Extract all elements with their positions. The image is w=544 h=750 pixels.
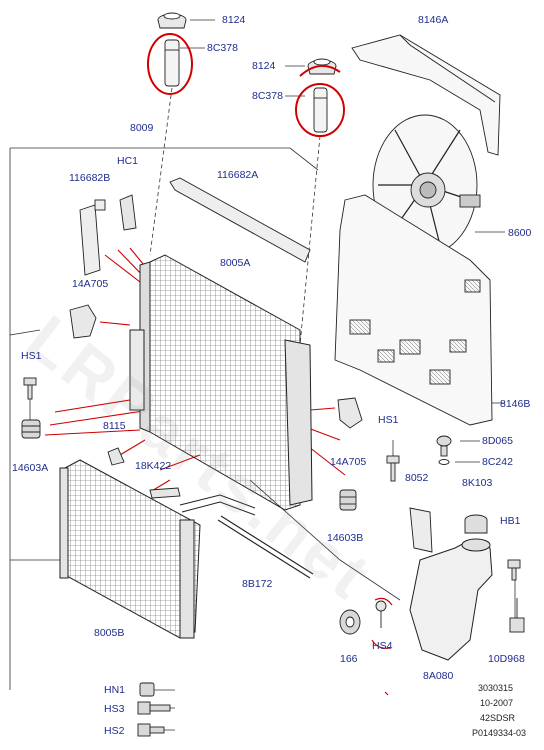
label-hs4: HS4 <box>372 640 393 652</box>
seal-116682b <box>79 199 106 276</box>
label-hs2: HS2 <box>104 725 125 737</box>
label-8c378-top: 8C378 <box>207 42 238 54</box>
highlight-arc-mid <box>299 65 341 77</box>
label-8k103: 8K103 <box>462 477 493 489</box>
label-14a705-left: 14A705 <box>72 278 109 290</box>
ref-model: 42SDSR <box>480 713 516 723</box>
cap-8124-top <box>157 12 187 29</box>
radiator-8005a <box>129 254 313 511</box>
ref-date: 10-2007 <box>480 698 514 708</box>
bolt-hs1-left <box>23 377 37 400</box>
bleed-screw-8d065 <box>436 435 452 465</box>
label-8a080: 8A080 <box>423 670 454 682</box>
label-8005b: 8005B <box>94 627 125 639</box>
label-8009: 8009 <box>130 122 154 134</box>
screw-hs4 <box>375 600 387 628</box>
label-hs3: HS3 <box>104 703 125 715</box>
label-116682b: 116682B <box>69 172 111 184</box>
bolt-hb1 <box>507 559 521 581</box>
label-166: 166 <box>340 653 358 665</box>
cap-8k103 <box>464 514 488 534</box>
label-8600: 8600 <box>508 227 532 239</box>
label-14603b: 14603B <box>327 532 364 544</box>
label-8146a: 8146A <box>418 14 449 26</box>
label-8115: 8115 <box>103 420 126 432</box>
label-hs1-right: HS1 <box>378 414 399 426</box>
label-10d968: 10D968 <box>488 653 525 665</box>
label-8005a: 8005A <box>220 257 251 269</box>
clip-10d968 <box>509 598 525 633</box>
expansion-tank-8a080 <box>409 538 493 661</box>
clip-8115 <box>107 447 125 466</box>
ref-code: 3030315 <box>478 683 514 693</box>
mount-14603a <box>21 419 41 439</box>
label-hc1: HC1 <box>117 155 139 167</box>
rod-8b172 <box>217 515 314 579</box>
label-18k422: 18K422 <box>135 460 172 472</box>
label-8c242: 8C242 <box>482 456 513 468</box>
label-8124-top: 8124 <box>222 14 246 26</box>
bolt-hs1-right <box>386 455 400 482</box>
condenser-8005b <box>59 459 201 639</box>
grommet-166 <box>339 609 361 635</box>
bolt-hs3 <box>137 701 171 715</box>
hose-8c378-mid <box>313 87 328 133</box>
hose-8c378-top <box>164 39 180 87</box>
bolt-hs2 <box>137 723 165 737</box>
label-8c378-mid: 8C378 <box>252 90 283 102</box>
mount-14603b <box>339 489 357 511</box>
highlight-circle-mid <box>295 83 345 137</box>
label-hn1: HN1 <box>104 684 126 696</box>
clip-hc1 <box>119 194 137 231</box>
label-8d065: 8D065 <box>482 435 513 447</box>
label-8052: 8052 <box>405 472 429 484</box>
shroud-8146b <box>334 194 493 426</box>
label-8124-mid: 8124 <box>252 60 276 72</box>
shroud-8146a <box>351 34 501 156</box>
bracket-8052 <box>409 507 433 553</box>
nut-hn1 <box>139 682 155 697</box>
bracket-18k422 <box>149 487 181 499</box>
label-hb1: HB1 <box>500 515 521 527</box>
ref-id: P0149334-03 <box>472 728 527 738</box>
label-8b172: 8B172 <box>242 578 273 590</box>
label-14603a: 14603A <box>12 462 49 474</box>
label-8146b: 8146B <box>500 398 531 410</box>
seal-116682a <box>169 177 311 263</box>
label-116682a: 116682A <box>217 169 259 181</box>
highlight-circle-top <box>147 33 193 95</box>
bracket-14a705-right <box>337 397 363 429</box>
label-hs1-left: HS1 <box>21 350 42 362</box>
label-14a705-right: 14A705 <box>330 456 367 468</box>
ac-pipes <box>179 494 256 516</box>
bracket-14a705-left <box>69 304 97 339</box>
red-marks <box>371 597 393 696</box>
